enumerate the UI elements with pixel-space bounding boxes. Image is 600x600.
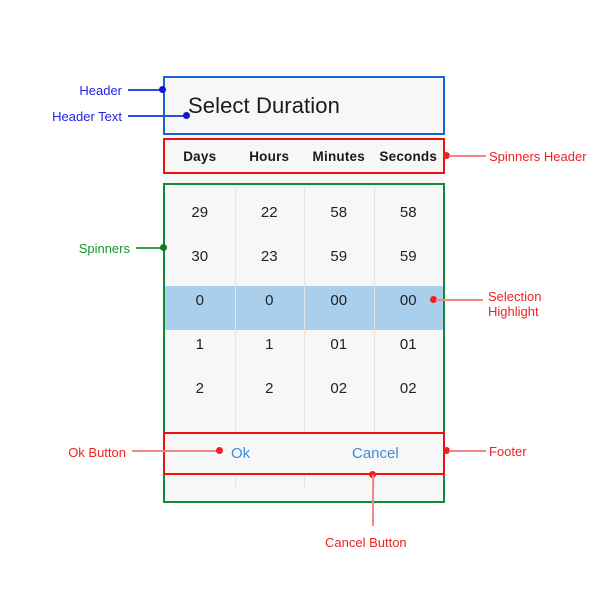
annotation-label-footer: Footer [489, 444, 527, 459]
spinner-item[interactable]: 22 [260, 204, 278, 221]
page-title: Select Duration [188, 92, 340, 118]
dialog-header: Select Duration [163, 76, 445, 135]
spinner-column-hours[interactable]: 22 23 0 1 2 [234, 185, 305, 501]
spinner-item[interactable]: 1 [265, 336, 274, 353]
spinner-item[interactable]: 02 [330, 380, 348, 397]
annotation-dot-spinners-header [443, 152, 450, 159]
annotation-leader-footer [449, 450, 486, 452]
column-header-days: Days [183, 148, 217, 164]
spinner-item[interactable]: 2 [265, 380, 274, 397]
spinner-item[interactable]: 30 [191, 248, 209, 265]
annotation-leader-header [128, 89, 161, 91]
annotation-leader-spinners [136, 247, 162, 249]
annotation-label-spinners-header: Spinners Header [489, 149, 587, 164]
spinner-column-seconds[interactable]: 58 59 00 01 02 [373, 185, 444, 501]
duration-picker-dialog: Select Duration Days Hours Minutes Secon… [163, 76, 445, 503]
spinner-item-selected[interactable]: 0 [265, 292, 274, 309]
spinner-item[interactable]: 59 [330, 248, 348, 265]
spinner-item[interactable]: 1 [195, 336, 204, 353]
annotation-label-ok-button: Ok Button [68, 445, 126, 460]
spinner-item[interactable]: 01 [330, 336, 348, 353]
annotation-leader-selection-highlight [436, 299, 483, 301]
spinner-item[interactable]: 2 [195, 380, 204, 397]
spinner-item-selected[interactable]: 0 [195, 292, 204, 309]
column-header-seconds: Seconds [379, 148, 438, 164]
column-header-hours: Hours [249, 148, 290, 164]
spinner-column-days[interactable]: 29 30 0 1 2 [165, 185, 235, 501]
spinner-item[interactable]: 58 [399, 204, 417, 221]
annotation-leader-header-text [128, 115, 185, 117]
spinner-item[interactable]: 29 [191, 204, 209, 221]
spinner-item[interactable]: 02 [399, 380, 417, 397]
spinners-header: Days Hours Minutes Seconds [163, 138, 445, 174]
annotation-label-selection-highlight-line2: Highlight [488, 304, 539, 319]
dialog-footer: Ok Cancel [163, 432, 445, 475]
annotation-dot-header [159, 86, 166, 93]
annotation-label-cancel-button: Cancel Button [325, 535, 407, 550]
annotation-dot-header-text [183, 112, 190, 119]
annotation-dot-ok-button [216, 447, 223, 454]
spinner-column-minutes[interactable]: 58 59 00 01 02 [304, 185, 374, 501]
annotation-leader-cancel-button [372, 475, 374, 526]
spinner-item-selected[interactable]: 00 [399, 292, 417, 309]
annotation-dot-spinners [160, 244, 167, 251]
annotation-dot-footer [443, 447, 450, 454]
spinner-item[interactable]: 23 [260, 248, 278, 265]
annotation-leader-spinners-header [449, 155, 486, 157]
spinner-item[interactable]: 01 [399, 336, 417, 353]
spinner-item-selected[interactable]: 00 [330, 292, 348, 309]
annotation-label-spinners: Spinners [78, 241, 130, 256]
annotation-label-header-text: Header Text [52, 109, 122, 124]
annotation-label-selection-highlight-line1: Selection [488, 289, 542, 304]
annotation-leader-ok-button [132, 450, 219, 452]
spinner-item[interactable]: 59 [399, 248, 417, 265]
annotation-dot-selection-highlight [430, 296, 437, 303]
ok-button[interactable]: Ok [231, 445, 251, 462]
column-header-minutes: Minutes [312, 148, 365, 164]
annotation-label-selection-highlight: Selection Highlight [488, 289, 541, 319]
spinner-item[interactable]: 58 [330, 204, 348, 221]
cancel-button[interactable]: Cancel [352, 445, 399, 462]
annotation-dot-cancel-button [369, 471, 376, 478]
annotation-label-header: Header [79, 83, 122, 98]
